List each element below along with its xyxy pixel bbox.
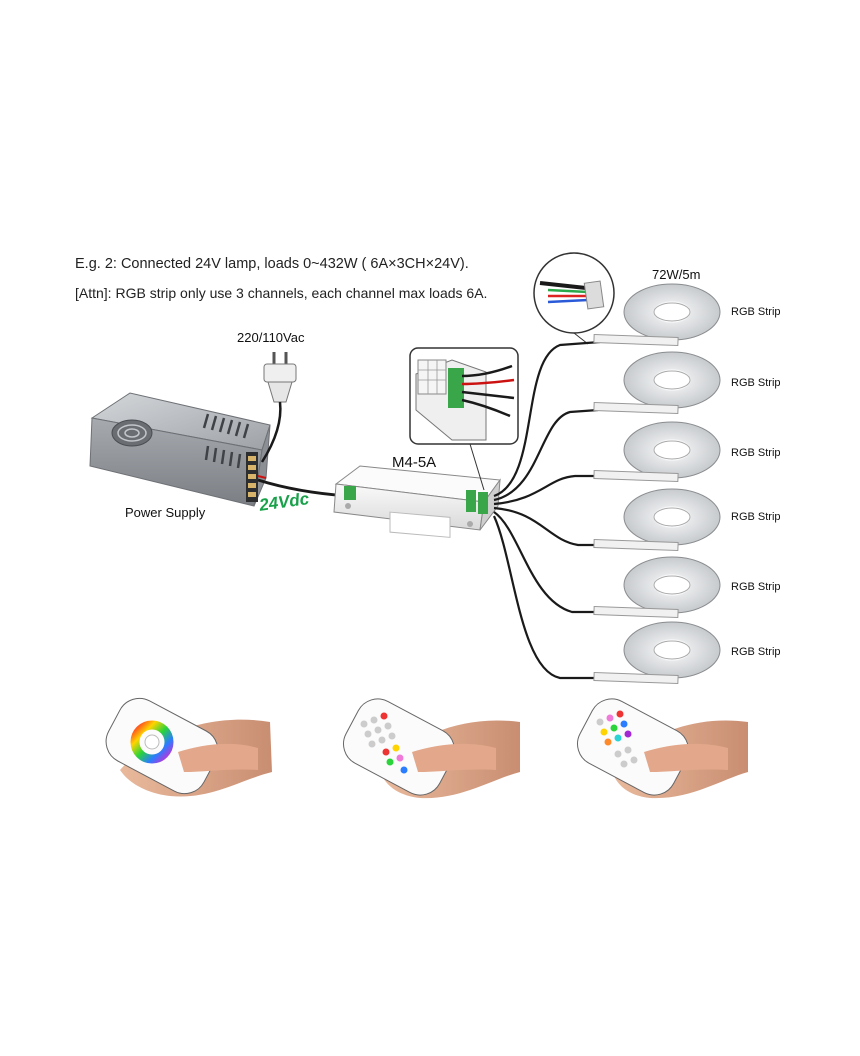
strip-label: RGB Strip xyxy=(731,581,781,593)
strip-reel xyxy=(593,421,721,482)
color-wheel-remote-icon xyxy=(105,697,272,797)
mains-plug-icon xyxy=(263,352,297,403)
strip-label: RGB Strip xyxy=(731,646,781,658)
strip-label: RGB Strip xyxy=(731,377,781,389)
strip-connector-detail xyxy=(533,252,615,345)
attention-note: [Attn]: RGB strip only use 3 channels, e… xyxy=(75,285,488,301)
mains-voltage-label: 220/110Vac xyxy=(237,330,305,345)
strip-label: RGB Strip xyxy=(731,511,781,523)
controller-m4-5a xyxy=(333,465,501,538)
example-description: E.g. 2: Connected 24V lamp, loads 0~432W… xyxy=(75,256,469,272)
strip-reel xyxy=(593,283,721,346)
power-supply-label: Power Supply xyxy=(125,505,206,520)
output-wires xyxy=(492,340,601,680)
power-supply xyxy=(89,392,271,507)
terminal-wiring-detail xyxy=(409,347,519,491)
strip-label: RGB Strip xyxy=(731,306,781,318)
strip-reel xyxy=(593,556,721,618)
button-remote-icon xyxy=(577,698,748,799)
mains-cable xyxy=(260,401,282,463)
strip-reel xyxy=(593,351,721,414)
controller-model-label: M4-5A xyxy=(392,454,437,471)
strip-reel xyxy=(593,488,721,551)
strip-reel xyxy=(593,621,721,684)
strip-label: RGB Strip xyxy=(731,447,781,459)
strip-power-label: 72W/5m xyxy=(652,267,701,282)
button-remote-icon xyxy=(343,698,520,799)
